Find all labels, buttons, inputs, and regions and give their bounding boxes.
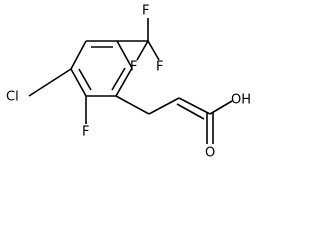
vinyl-double-bond-outer	[178, 97, 211, 115]
atom-labels: F F F Cl F OH O	[6, 4, 251, 161]
carboxyl-oh-bond	[209, 100, 233, 115]
chlorine-label: Cl	[6, 90, 19, 105]
structure-drawing: F F F Cl F OH O	[6, 4, 251, 161]
vinyl-single-bond	[148, 97, 180, 115]
ring-bond-5-inner	[78, 68, 92, 91]
ring-bond-3-inner	[111, 67, 126, 91]
fluorine-label-left: F	[130, 60, 137, 75]
ring-bond-5	[70, 68, 87, 97]
ring-to-vinyl-bond	[115, 95, 150, 115]
carbonyl-oxygen-label: O	[205, 146, 215, 161]
ring-fluorine-label: F	[82, 125, 89, 140]
ring-bond-6	[70, 40, 87, 70]
hydroxyl-label: OH	[231, 93, 251, 108]
ring-bond-2	[116, 40, 133, 69]
bonds	[28, 18, 233, 144]
ring-bond-3	[115, 67, 133, 97]
cf3-to-f-right-bond	[147, 40, 160, 61]
ring-to-cl-bond	[28, 68, 72, 97]
molecule-diagram: F F F Cl F OH O	[6, 3, 252, 161]
vinyl-double-bond-inner	[176, 103, 205, 120]
fluorine-label-top: F	[142, 4, 149, 19]
cf3-to-f-left-bond	[136, 40, 149, 61]
fluorine-label-right: F	[156, 60, 163, 75]
